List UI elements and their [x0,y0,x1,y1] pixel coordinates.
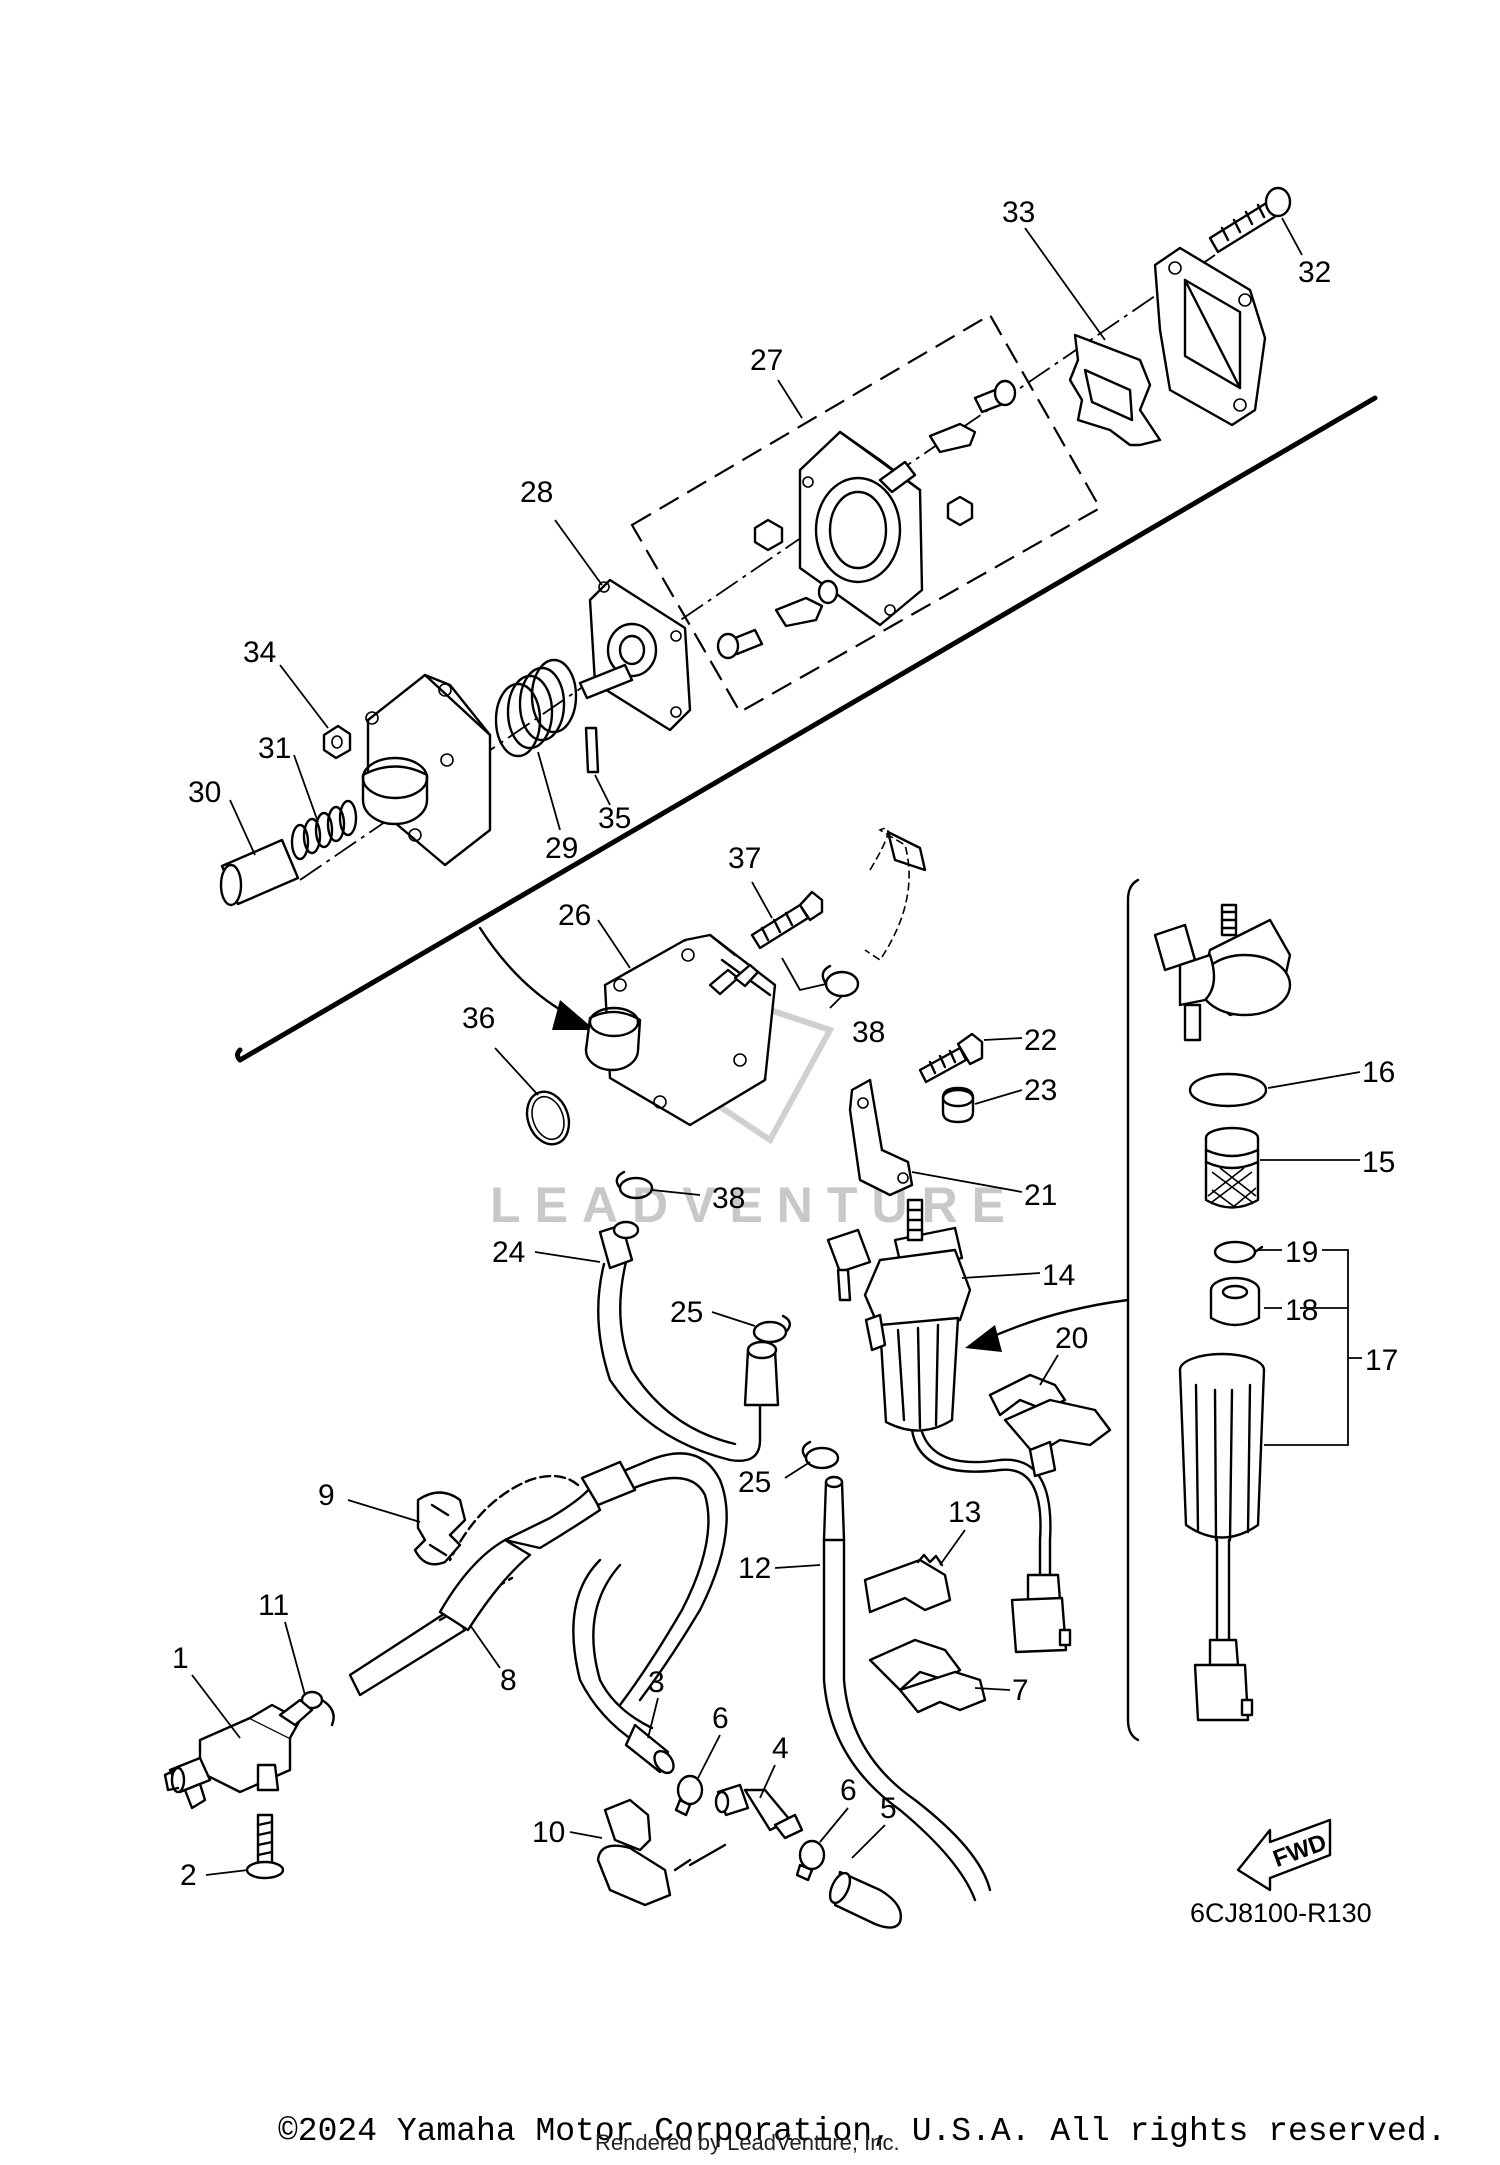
callout-28: 28 [520,476,553,509]
spring-29 [494,658,578,758]
clip-25-lower [801,1440,840,1470]
callout-38-lower: 38 [712,1182,745,1215]
pump-middle-block [716,379,1017,660]
callout-17: 17 [1365,1344,1398,1377]
callout-12: 12 [738,1552,771,1585]
callout-4: 4 [772,1732,789,1765]
callout-1: 1 [172,1642,189,1675]
hose-5 [828,1870,902,1929]
callout-25-lower: 25 [738,1466,771,1499]
callout-9: 9 [318,1479,335,1512]
filter-cap-detail [1153,903,1292,1042]
callout-33: 33 [1002,196,1035,229]
spring-31 [290,799,358,861]
callout-34: 34 [243,636,276,669]
callout-2: 2 [180,1859,197,1892]
screw-2 [245,1813,285,1880]
pump-cover [1153,246,1267,427]
rendered-by: Rendered by LeadVenture, Inc. [595,2130,900,2155]
plunger-30 [219,838,300,907]
callout-16: 16 [1362,1056,1395,1089]
nut-34 [322,724,352,760]
callout-29: 29 [545,832,578,865]
callout-19: 19 [1285,1236,1318,1269]
clip-11 [300,1690,335,1727]
callout-31: 31 [258,732,291,765]
callout-24: 24 [492,1236,525,1269]
clip-25-upper [752,1314,791,1344]
fuel-joint-1 [163,1698,314,1810]
hose-8 [348,1452,728,1707]
callout-30: 30 [188,776,221,809]
hose-12 [822,1475,992,1902]
callout-6-right: 6 [840,1774,857,1807]
bolt-22 [918,1032,984,1084]
callout-11: 11 [258,1589,289,1622]
callout-18: 18 [1285,1294,1318,1327]
filter-element-15 [1204,1126,1260,1209]
diagram-code: 6CJ8100-R130 [1190,1898,1372,1928]
clamp-10 [596,1798,727,1907]
o-ring-36 [525,1090,571,1146]
detail-arrow [965,1298,1130,1352]
callout-6-left: 6 [712,1702,729,1735]
callout-7: 7 [1012,1674,1029,1707]
callout-14: 14 [1042,1259,1075,1292]
callout-22: 22 [1024,1024,1057,1057]
callout-8: 8 [500,1664,517,1697]
clamp-7 [868,1638,987,1714]
callout-15: 15 [1362,1146,1395,1179]
callout-26: 26 [558,899,591,932]
phantom-hose [864,827,927,962]
diaphragm-28 [578,578,692,732]
callout-27: 27 [750,344,783,377]
gasket-33 [1068,333,1162,447]
filter-bowl-17 [1178,1352,1266,1722]
svg-text:LEADVENTURE: LEADVENTURE [490,1177,1019,1233]
joint-4 [714,1783,804,1840]
hose-3 [572,1558,675,1775]
leader-lines [191,217,1362,1876]
collar-23 [941,1086,975,1124]
callout-38-upper: 38 [852,1016,885,1049]
callout-numbers: 1 2 3 4 5 6 6 7 8 9 10 11 12 13 14 15 16… [172,196,1398,1892]
bolt-37 [750,890,824,950]
clip-38-lower [615,1170,654,1200]
copyright-notice: ©2024 Yamaha Motor Corporation, U.S.A. A… [278,2113,1446,2150]
callout-32: 32 [1298,256,1331,289]
clip-6-right [795,1839,826,1882]
pin-35 [584,726,600,774]
fuel-filter-14 [826,1198,1072,1654]
o-ring-16 [1188,1072,1268,1108]
hose-24 [597,1220,780,1462]
callout-23: 23 [1024,1074,1057,1107]
clip-38-upper [821,964,860,998]
callout-35: 35 [598,802,631,835]
fuel-pump-26 [584,933,777,1127]
callout-13: 13 [948,1496,981,1529]
bracket-21 [848,1078,914,1197]
callout-10: 10 [532,1816,565,1849]
clamp-13 [863,1553,952,1614]
pump-housing [361,673,492,867]
clamp-20 [988,1373,1112,1478]
callout-21: 21 [1024,1179,1057,1212]
detail-panel [1126,878,1140,1742]
clip-9 [413,1491,467,1566]
callout-25-upper: 25 [670,1296,703,1329]
nut-18 [1209,1276,1261,1327]
clip-6-left [674,1774,704,1817]
callout-37: 37 [728,842,761,875]
callout-3: 3 [648,1666,665,1699]
callout-20: 20 [1055,1322,1088,1355]
fwd-arrow: FWD [1236,1818,1332,1892]
callout-5: 5 [880,1792,897,1825]
clip-19 [1213,1240,1264,1264]
screw-32 [1208,186,1292,254]
callout-36: 36 [462,1002,495,1035]
